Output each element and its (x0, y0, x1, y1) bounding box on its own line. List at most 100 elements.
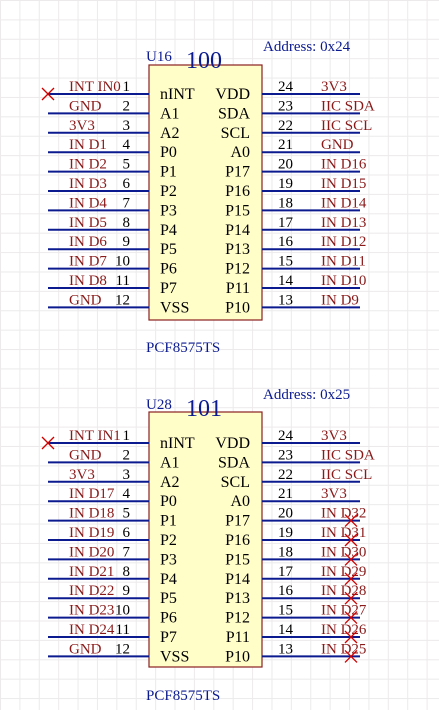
comp-u28-pin-number: 11 (116, 622, 130, 638)
comp-u16-pin-name: P16 (225, 183, 250, 200)
comp-u28-pin-name: A2 (160, 474, 180, 491)
comp-u28-no-connect-icon (344, 611, 358, 625)
comp-u28-pin-name: P3 (160, 551, 177, 568)
comp-u28-pin-name: A1 (160, 454, 180, 471)
comp-u28-value: 101 (186, 396, 222, 422)
comp-u28-net-label: IN D22 (69, 583, 114, 599)
comp-u28-net-label: IN D18 (69, 506, 114, 522)
comp-u28-pin-number: 7 (123, 544, 131, 560)
comp-u28-pin-number: 2 (123, 447, 131, 463)
comp-u28-no-connect-icon (344, 572, 358, 586)
comp-u28-net-label: GND (69, 641, 102, 657)
comp-u16-net-label: IN D8 (69, 273, 107, 289)
comp-u16-pin-name: P12 (225, 261, 250, 278)
comp-u16-body (148, 64, 263, 321)
comp-u28-net-label: IN D28 (321, 583, 366, 599)
comp-u16-net-label: GND (69, 98, 102, 114)
comp-u28-pin-name: P6 (160, 610, 177, 627)
comp-u28-pin-number: 3 (123, 467, 131, 483)
comp-u28-pin-name: P15 (225, 551, 250, 568)
comp-u28-net-label: IN D25 (321, 641, 366, 657)
comp-u28-pin-name: P10 (225, 648, 250, 665)
comp-u28-pin-number: 12 (115, 641, 130, 657)
comp-u28-no-connect-icon (344, 533, 358, 547)
comp-u28-pin-number: 1 (123, 428, 131, 444)
comp-u16-net-label: IN D4 (69, 195, 107, 211)
comp-u28-pin-name: A0 (230, 493, 250, 510)
comp-u28-net-label: IN D19 (69, 525, 114, 541)
comp-u28-pin-name: P2 (160, 532, 177, 549)
comp-u16-net-label: IN D1 (69, 137, 107, 153)
comp-u16-pin-name: P11 (226, 280, 250, 297)
comp-u16-pin-name: P3 (160, 202, 177, 219)
comp-u16-pin-name: SDA (218, 105, 250, 122)
comp-u28-pin-name: nINT (160, 435, 195, 452)
comp-u16-pin-name: P0 (160, 144, 177, 161)
comp-u16-pin-number: 1 (123, 79, 131, 95)
comp-u16-net-label: INT IN0 (69, 79, 121, 95)
comp-u28-pin-number: 4 (123, 486, 131, 502)
comp-u16-net-label: IN D7 (69, 254, 107, 270)
comp-u16-pin-name: P15 (225, 202, 250, 219)
comp-u16-net-label: IN D16 (321, 157, 367, 173)
comp-u28-body (148, 411, 263, 668)
comp-u28-net-label: IN D29 (321, 564, 366, 580)
comp-u28-pin-name: P0 (160, 493, 177, 510)
comp-u16-part-number: PCF8575TS (146, 340, 220, 356)
comp-u16-pin-name: P10 (225, 299, 250, 316)
comp-u28-pin-name: P5 (160, 590, 177, 607)
comp-u16-pin-number: 15 (278, 254, 293, 270)
comp-u16-pin-name: P6 (160, 261, 177, 278)
comp-u28-pin-name: VSS (160, 648, 189, 665)
comp-u28-pin-number: 14 (278, 622, 294, 638)
comp-u28-pin-number: 17 (278, 564, 294, 580)
comp-u28-net-label: GND (69, 447, 102, 463)
comp-u16-pin-number: 5 (123, 157, 131, 173)
comp-u16-net-label: 3V3 (69, 118, 95, 134)
comp-u28-net-label: IN D30 (321, 544, 366, 560)
comp-u16-no-connect-icon (41, 87, 55, 101)
comp-u16-pin-name: P1 (160, 164, 177, 181)
comp-u28-pin-number: 6 (123, 525, 131, 541)
comp-u28-pin-number: 5 (123, 506, 131, 522)
comp-u16-net-label: IIC SCL (321, 118, 372, 134)
comp-u16-pin-name: P5 (160, 241, 177, 258)
comp-u28-pin-number: 15 (278, 603, 293, 619)
comp-u28-pin-number: 10 (115, 603, 130, 619)
comp-u16-net-label: GND (69, 292, 102, 308)
comp-u16-pin-name: SCL (221, 125, 250, 142)
comp-u28-pin-number: 23 (278, 447, 293, 463)
comp-u28-pin-name: P12 (225, 610, 250, 627)
comp-u28-no-connect-icon (344, 630, 358, 644)
comp-u16-pin-name: A1 (160, 105, 180, 122)
comp-u28-address: Address: 0x25 (263, 387, 350, 403)
comp-u28-no-connect-icon (41, 436, 55, 450)
comp-u16-net-label: GND (321, 137, 354, 153)
comp-u16-net-label: 3V3 (321, 79, 347, 95)
comp-u16-pin-number: 10 (115, 254, 130, 270)
comp-u28-pin-number: 22 (278, 467, 293, 483)
comp-u28-no-connect-icon (344, 591, 358, 605)
comp-u28-pin-name: P1 (160, 513, 177, 530)
comp-u28-net-label: IN D32 (321, 506, 366, 522)
comp-u16-pin-number: 7 (123, 195, 131, 211)
comp-u16-pin-name: P13 (225, 241, 250, 258)
comp-u28-no-connect-icon (344, 649, 358, 663)
comp-u28-pin-name: SCL (221, 474, 250, 491)
comp-u28-net-label: IIC SDA (321, 447, 375, 463)
comp-u16-pin-number: 2 (123, 98, 131, 114)
comp-u16-net-label: IN D2 (69, 157, 107, 173)
comp-u16-net-label: IN D3 (69, 176, 107, 192)
comp-u16-pin-name: A0 (230, 144, 250, 161)
comp-u28-pin-name: P7 (160, 629, 177, 646)
comp-u16-pin-number: 3 (123, 118, 131, 134)
comp-u28-designator: U28 (146, 397, 172, 413)
comp-u16-net-label: IN D13 (321, 215, 366, 231)
comp-u28-net-label: IN D20 (69, 544, 114, 560)
comp-u28-pin-number: 8 (123, 564, 131, 580)
comp-u16-pin-name: P17 (225, 164, 250, 181)
comp-u16-value: 100 (186, 48, 222, 74)
comp-u16-address: Address: 0x24 (263, 39, 351, 55)
